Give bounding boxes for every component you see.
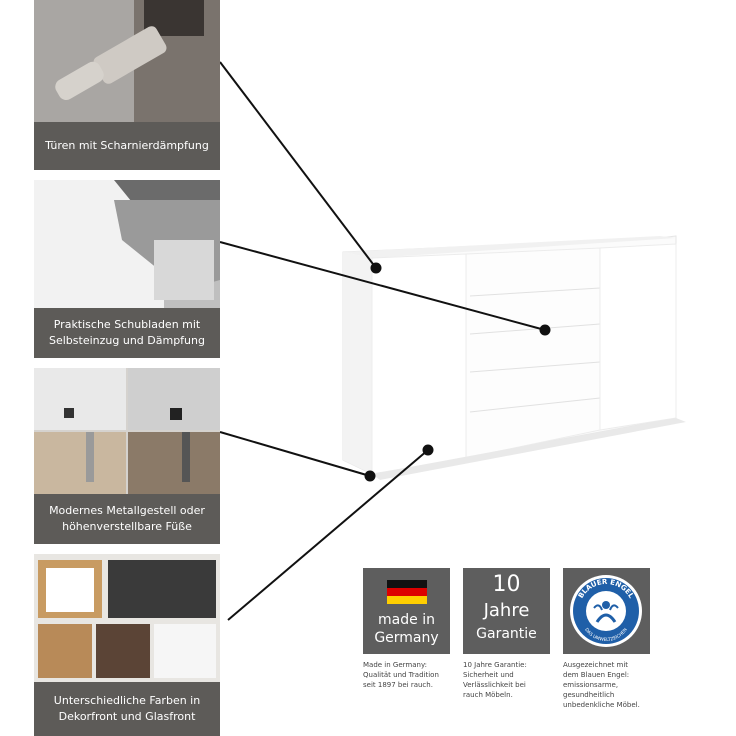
badge-description: 10 Jahre Garantie: Sicherheit und Verläs… [463, 661, 527, 699]
warranty-badge: 10 Jahre Garantie [463, 568, 550, 654]
feature-caption: Modernes Metallgestell oder höhenverstel… [49, 504, 205, 533]
made-in-germany-badge: made in Germany [363, 568, 450, 654]
color-variants-image [34, 554, 220, 682]
connector-lines [219, 61, 551, 621]
badge-line: 10 [492, 572, 521, 597]
open-drawer-image [34, 180, 220, 308]
door-hinge-image [34, 0, 220, 122]
feature-panel-colors: Unterschiedliche Farben in Dekorfront un… [34, 554, 220, 736]
feature-panel-drawer: Praktische Schubladen mit Selbsteinzug u… [34, 180, 220, 358]
badge-description: Made in Germany: Qualität und Tradition … [363, 661, 439, 689]
sideboard [342, 235, 686, 480]
badge-line: Germany [374, 630, 439, 646]
badge-line: Garantie [476, 626, 537, 642]
feature-panel-legs: Modernes Metallgestell oder höhenverstel… [34, 368, 220, 544]
german-flag-icon [387, 580, 427, 604]
feature-caption: Türen mit Scharnierdämpfung [45, 139, 209, 152]
blue-angel-badge: BLAUER ENGEL DAS UMWELTZEICHEN [563, 568, 650, 654]
legs-and-feet-image [34, 368, 220, 494]
badge-line: made in [378, 612, 435, 628]
badge-description: Ausgezeichnet mit dem Blauen Engel: emis… [563, 661, 640, 709]
badge-line: Jahre [483, 600, 530, 621]
blue-angel-icon: BLAUER ENGEL DAS UMWELTZEICHEN [570, 575, 642, 647]
feature-caption: Praktische Schubladen mit Selbsteinzug u… [49, 318, 205, 347]
feature-caption: Unterschiedliche Farben in Dekorfront un… [53, 694, 201, 723]
feature-panel-hinge: Türen mit Scharnierdämpfung [34, 0, 220, 170]
